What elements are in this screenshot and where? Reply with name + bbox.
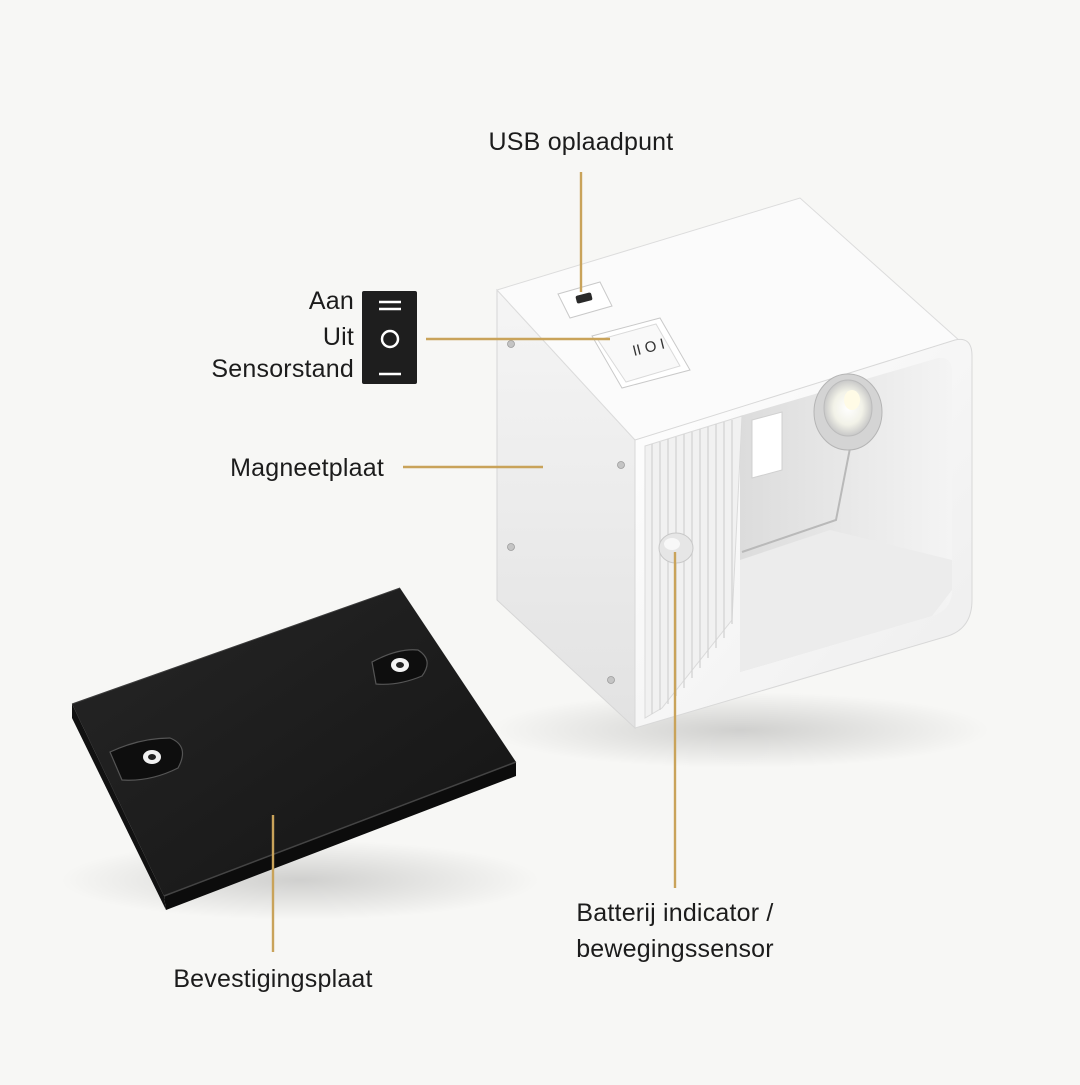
mount-hole-right <box>371 649 428 685</box>
motion-sensor-icon <box>658 532 694 564</box>
rocker-switch-icon <box>362 291 417 384</box>
lamp-wire <box>741 437 853 553</box>
label-switch-sensor: Sensorstand <box>211 355 354 383</box>
lamp-rocker-switch: II O I <box>591 317 691 389</box>
ribbed-panel <box>644 415 743 719</box>
label-switch-on: Aan <box>308 287 354 315</box>
leader-lines <box>271 172 677 952</box>
mounting-plate <box>71 587 517 910</box>
label-battery-line2: bewegingssensor <box>576 935 774 964</box>
label-magnet-plate: Magneetplaat <box>230 454 384 482</box>
wall-lamp: II O I <box>496 197 973 730</box>
lamp-inner-floor <box>740 530 952 672</box>
screws <box>507 340 625 684</box>
mount-hole-left <box>109 737 184 781</box>
lamp-shadow <box>490 692 990 768</box>
lamp-inner-window <box>751 411 783 479</box>
label-switch-off: Uit <box>322 323 354 351</box>
label-battery-line1: Batterij indicator / <box>576 899 774 927</box>
label-mounting-plate: Bevestigingsplaat <box>173 965 373 993</box>
led-icon <box>813 373 883 451</box>
label-usb: USB oplaadpunt <box>488 128 674 156</box>
label-battery-indicator: Batterij indicator / bewegingssensor <box>540 895 810 968</box>
usb-port-icon <box>557 281 613 319</box>
